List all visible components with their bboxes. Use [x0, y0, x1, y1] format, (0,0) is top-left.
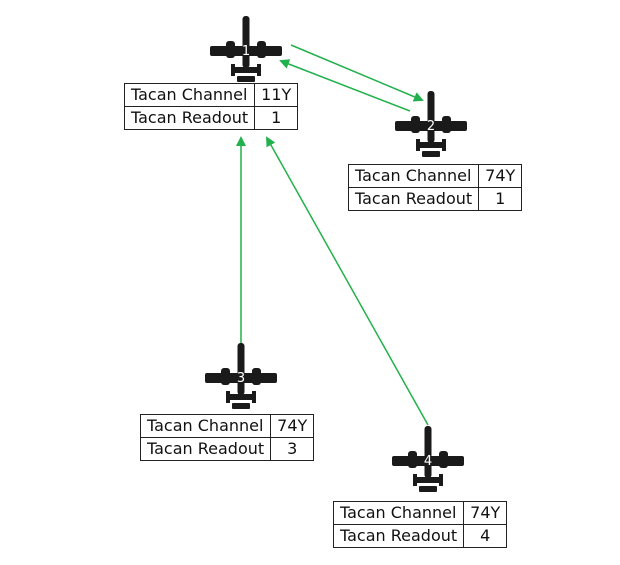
tacan-readout-label: Tacan Readout — [123, 106, 256, 130]
link-4-to-1 — [266, 136, 429, 426]
aircraft-4-number: 4 — [424, 454, 432, 469]
table-row: Tacan Readout 1 — [123, 106, 299, 130]
tacan-channel-label: Tacan Channel — [123, 83, 256, 107]
aircraft-4-tacan-table: Tacan Channel 74Y Tacan Readout 4 — [332, 501, 508, 548]
table-row: Tacan Channel 74Y — [139, 414, 315, 438]
tacan-readout-label: Tacan Readout — [347, 187, 480, 211]
tacan-readout-label: Tacan Readout — [139, 437, 272, 461]
tacan-readout-value: 3 — [270, 437, 315, 461]
tacan-channel-value: 74Y — [270, 414, 315, 438]
tacan-readout-label: Tacan Readout — [332, 524, 465, 548]
aircraft-2-tacan-table: Tacan Channel 74Y Tacan Readout 1 — [347, 164, 523, 211]
tacan-channel-value: 74Y — [463, 501, 508, 525]
tacan-readout-value: 1 — [478, 187, 523, 211]
aircraft-4-icon: 4 — [392, 426, 464, 492]
table-row: Tacan Channel 11Y — [123, 83, 299, 107]
tacan-channel-label: Tacan Channel — [139, 414, 272, 438]
aircraft-3-icon: 3 — [205, 343, 277, 409]
aircraft-1-tacan-table: Tacan Channel 11Y Tacan Readout 1 — [123, 83, 299, 130]
table-row: Tacan Readout 4 — [332, 524, 508, 548]
table-row: Tacan Channel 74Y — [347, 164, 523, 188]
link-2-to-1 — [279, 59, 411, 112]
aircraft-1-icon: 1 — [210, 16, 282, 82]
link-1-to-2 — [290, 44, 424, 102]
aircraft-2-number: 2 — [427, 119, 435, 134]
tacan-channel-label: Tacan Channel — [347, 164, 480, 188]
aircraft-1-number: 1 — [242, 44, 250, 59]
tacan-channel-label: Tacan Channel — [332, 501, 465, 525]
aircraft-2-icon: 2 — [395, 91, 467, 157]
tacan-readout-value: 1 — [254, 106, 299, 130]
tacan-readout-value: 4 — [463, 524, 508, 548]
tacan-channel-value: 74Y — [478, 164, 523, 188]
table-row: Tacan Channel 74Y — [332, 501, 508, 525]
tacan-channel-value: 11Y — [254, 83, 299, 107]
aircraft-3-number: 3 — [237, 371, 245, 386]
aircraft-3-tacan-table: Tacan Channel 74Y Tacan Readout 3 — [139, 414, 315, 461]
table-row: Tacan Readout 1 — [347, 187, 523, 211]
table-row: Tacan Readout 3 — [139, 437, 315, 461]
